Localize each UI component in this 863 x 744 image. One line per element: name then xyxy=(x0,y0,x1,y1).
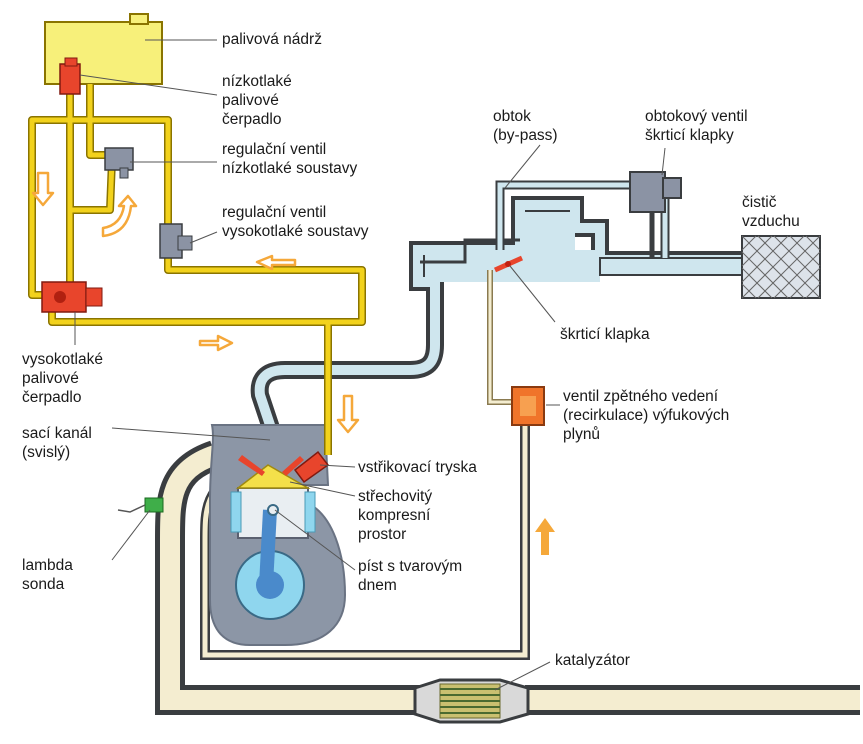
label-egr-valve: ventil zpětného vedení (recirkulace) výf… xyxy=(563,388,730,443)
egr-line xyxy=(487,270,516,405)
egr-arrow xyxy=(535,518,555,555)
air-filter xyxy=(741,235,821,299)
label-fuel-tank: palivová nádrž xyxy=(222,31,322,48)
label-catalyst: katalyzátor xyxy=(555,652,630,669)
throttle-flap xyxy=(493,255,524,273)
label-bypass-valve: obtokový ventil škrticí klapky xyxy=(645,108,748,144)
label-low-pressure-regulator: regulační ventil nízkotlaké soustavy xyxy=(222,141,358,177)
bypass-valve xyxy=(629,171,682,213)
label-high-pressure-regulator: regulační ventil vysokotlaké soustavy xyxy=(222,204,369,240)
label-bypass: obtok (by-pass) xyxy=(493,108,558,144)
high-pressure-pump xyxy=(41,281,103,313)
label-injector: vstřikovací tryska xyxy=(358,459,477,476)
label-air-filter: čistič vzduchu xyxy=(742,194,800,230)
leader-lines xyxy=(74,39,666,691)
egr-valve xyxy=(511,386,545,426)
intake-manifold xyxy=(250,196,746,443)
label-combustion-chamber: střechovitý kompresní prostor xyxy=(358,488,433,543)
catalyst xyxy=(413,678,530,724)
label-high-pressure-pump: vysokotlaké palivové čerpadlo xyxy=(22,351,103,406)
label-lambda-sensor: lambda sonda xyxy=(22,557,73,593)
label-piston: píst s tvarovým dnem xyxy=(358,558,463,594)
engine-block xyxy=(209,424,347,646)
low-pressure-regulator xyxy=(104,147,134,179)
flow-arrows xyxy=(31,171,360,434)
label-intake-channel: sací kanál (svislý) xyxy=(22,425,92,461)
low-pressure-pump xyxy=(59,57,81,95)
lambda-sensor xyxy=(117,497,164,513)
high-pressure-regulator xyxy=(159,223,193,259)
label-throttle: škrticí klapka xyxy=(560,326,650,343)
label-low-pressure-pump: nízkotlaké palivové čerpadlo xyxy=(222,73,292,128)
